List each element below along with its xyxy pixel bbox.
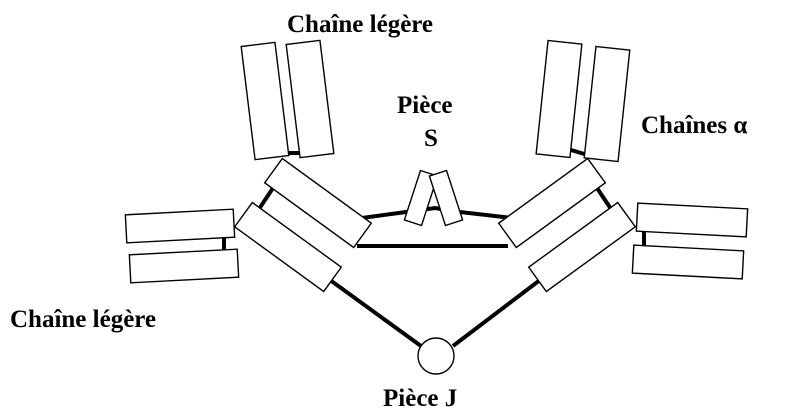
piece-j-circle [417,337,455,375]
right-light-chain-box-bottom [631,244,745,280]
right-heavy-chain-lower [527,201,637,293]
alpha-chain-box-left [535,39,583,159]
left-light-chain-box-top [124,208,236,244]
label-piece-s-line1: Pièce [397,92,453,119]
left-heavy-chain-lower [233,201,343,293]
link-left-to-j [328,278,423,348]
label-alpha-chains: Chaînes α [641,112,747,139]
label-piece-s-line2: S [424,125,438,152]
label-light-chain-top: Chaîne légère [287,11,433,38]
left-light-chain-box-bottom [128,248,240,284]
label-light-chain-left: Chaîne légère [10,306,156,333]
right-heavy-chain-upper [497,157,607,249]
top-light-chain-box-left [240,41,290,161]
top-light-chain-box-right [285,39,335,159]
label-piece-j: Pièce J [383,385,457,412]
piece-s-box-right [428,169,464,227]
left-heavy-chain-upper [263,157,373,249]
piece-s-box-left [403,169,439,227]
right-light-chain-box-top [635,202,749,238]
alpha-chain-box-right [583,45,631,163]
connector-lines [222,148,646,348]
link-hinge-top-to-s [361,205,513,220]
link-right-to-j [451,278,542,348]
